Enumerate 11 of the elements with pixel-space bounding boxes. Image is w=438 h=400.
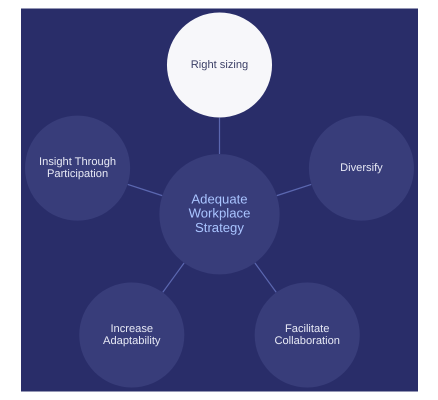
node-circle: Adequate Workplace Strategy [158, 154, 280, 274]
connector [162, 262, 184, 293]
node-circle: Increase Adaptability [78, 282, 184, 388]
connector [218, 118, 220, 154]
connector [254, 262, 276, 293]
node-circle: Facilitate Collaboration [254, 282, 360, 388]
connector [276, 184, 311, 196]
node-circle: Diversify [308, 116, 414, 221]
node-circle: Right sizing [166, 12, 272, 118]
connector [127, 184, 162, 196]
node-circle: Insight Through Participation [24, 116, 130, 221]
